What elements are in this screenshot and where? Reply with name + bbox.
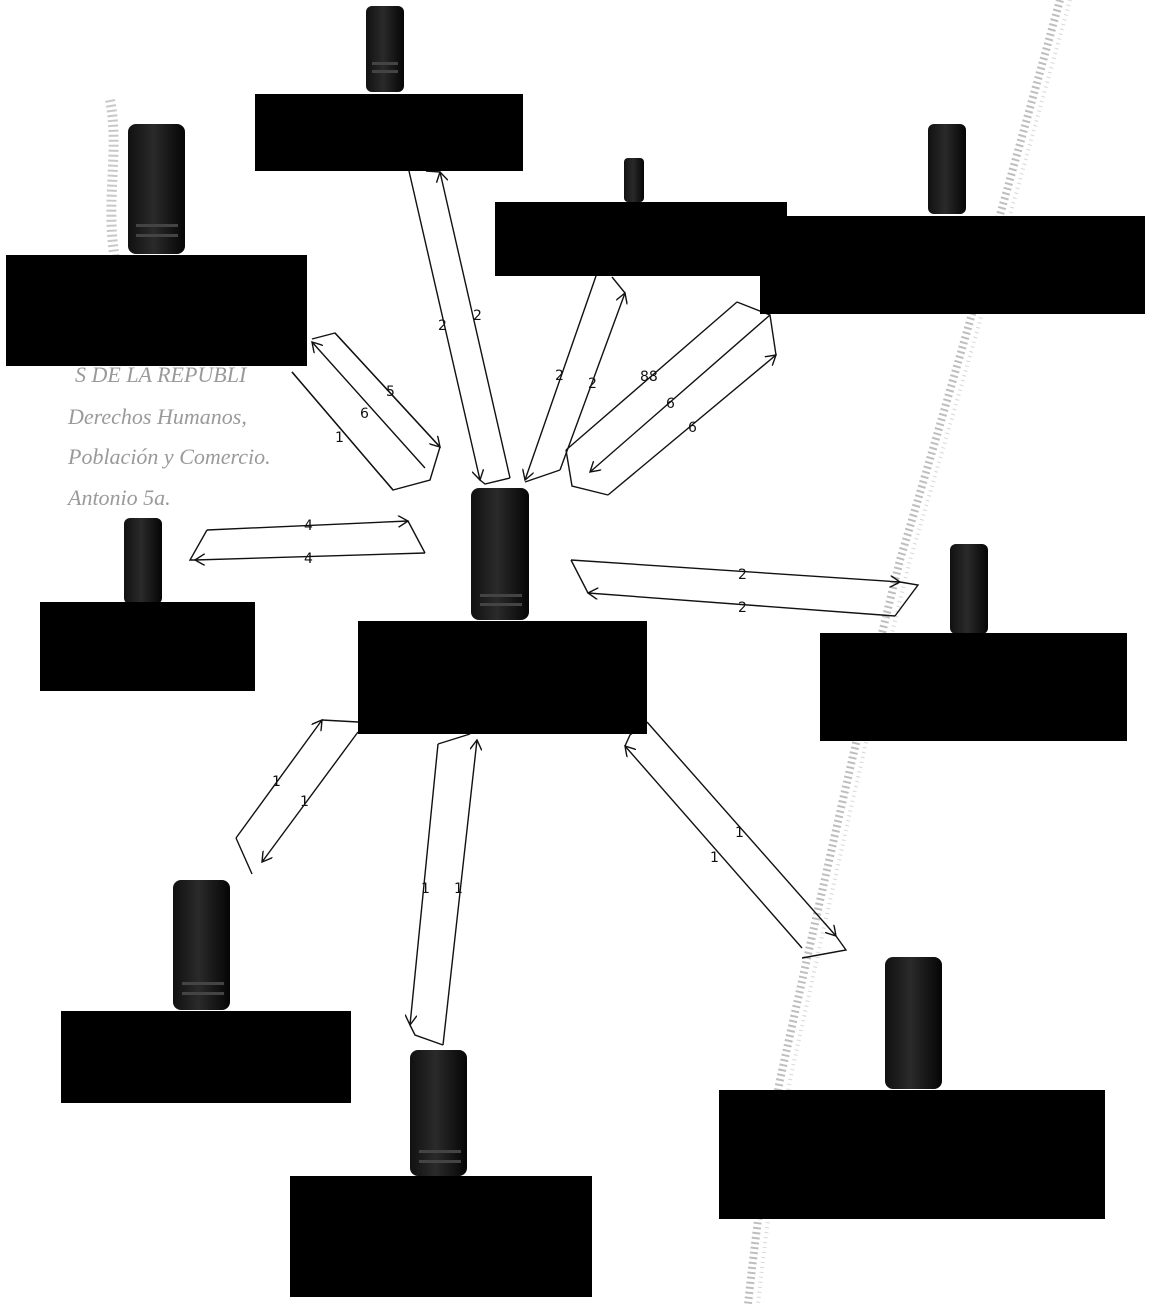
nodes	[6, 6, 1145, 1297]
node-left[interactable]	[40, 518, 255, 691]
node-box	[760, 216, 1145, 314]
edge-label: 4	[304, 551, 313, 567]
edge-label: 6	[360, 406, 369, 422]
node-box	[358, 621, 647, 734]
background-text-line: S DE LA REPÚBLI	[75, 362, 248, 387]
mobile-phone-icon	[928, 124, 966, 214]
node-top-middle[interactable]	[495, 158, 787, 276]
edge-label: 2	[588, 376, 597, 392]
edge-label: 88	[640, 369, 658, 385]
edge-center-bottom-left: 1 1	[235, 720, 359, 875]
edge-center-right: 2 2	[570, 559, 920, 617]
edge-label: 2	[738, 600, 747, 616]
edge-label: 5	[386, 384, 395, 400]
mobile-phone-icon	[471, 488, 529, 620]
edge-label: 1	[710, 850, 719, 866]
mobile-phone-icon	[124, 518, 162, 604]
edge-left-center: 4 4	[188, 518, 426, 567]
edge-label: 2	[738, 567, 747, 583]
edge-top-right-center: 88 6 6	[565, 301, 776, 496]
node-bottom[interactable]	[290, 1050, 592, 1297]
edge-label: 1	[735, 825, 744, 841]
node-box	[719, 1090, 1105, 1219]
edge-label: 6	[666, 396, 675, 412]
node-center[interactable]	[358, 488, 647, 734]
node-box	[6, 255, 307, 366]
background-text: S DE LA REPÚBLI Derechos Humanos, Poblac…	[66, 362, 271, 510]
edge-label: 1	[272, 774, 281, 790]
node-box	[61, 1011, 351, 1103]
node-top-right[interactable]	[760, 124, 1145, 314]
node-top-left[interactable]	[6, 124, 307, 366]
scan-noise	[105, 0, 1072, 1304]
mobile-phone-icon	[885, 957, 942, 1089]
node-right[interactable]	[820, 544, 1127, 741]
background-text-line: Derechos Humanos,	[67, 404, 247, 429]
edge-label: 1	[300, 794, 309, 810]
node-box	[495, 202, 787, 276]
node-bottom-left[interactable]	[61, 880, 351, 1103]
edge-label: 1	[454, 881, 463, 897]
mobile-phone-icon	[950, 544, 988, 634]
edge-label: 2	[555, 368, 564, 384]
edge-top-left-center: 5 6 1	[291, 332, 440, 491]
edge-label: 4	[304, 518, 313, 534]
node-box	[820, 633, 1127, 741]
node-bottom-right[interactable]	[719, 957, 1105, 1219]
edge-label: 1	[335, 430, 344, 446]
edge-center-bottom: 1 1	[410, 733, 477, 1046]
mobile-phone-icon	[410, 1050, 467, 1176]
node-box	[290, 1176, 592, 1297]
mobile-phone-icon	[128, 124, 185, 254]
node-box	[255, 94, 523, 171]
mobile-phone-icon	[366, 6, 404, 92]
edge-label: 2	[473, 308, 482, 324]
node-box	[40, 602, 255, 691]
background-text-line: Población y Comercio.	[67, 444, 271, 469]
edge-top-middle-center: 2 2	[525, 275, 625, 483]
background-text-line: Antonio 5a.	[66, 485, 171, 510]
edge-label: 2	[438, 318, 447, 334]
mobile-phone-icon	[173, 880, 230, 1010]
edge-label: 6	[688, 420, 697, 436]
edge-label: 1	[421, 881, 430, 897]
edge-center-bottom-right: 1 1	[625, 721, 848, 959]
edges: 5 6 1 2 2 2 2 88	[188, 170, 920, 1046]
node-top[interactable]	[255, 6, 523, 171]
edge-top-center: 2 2	[408, 170, 511, 485]
mobile-phone-icon	[624, 158, 644, 202]
